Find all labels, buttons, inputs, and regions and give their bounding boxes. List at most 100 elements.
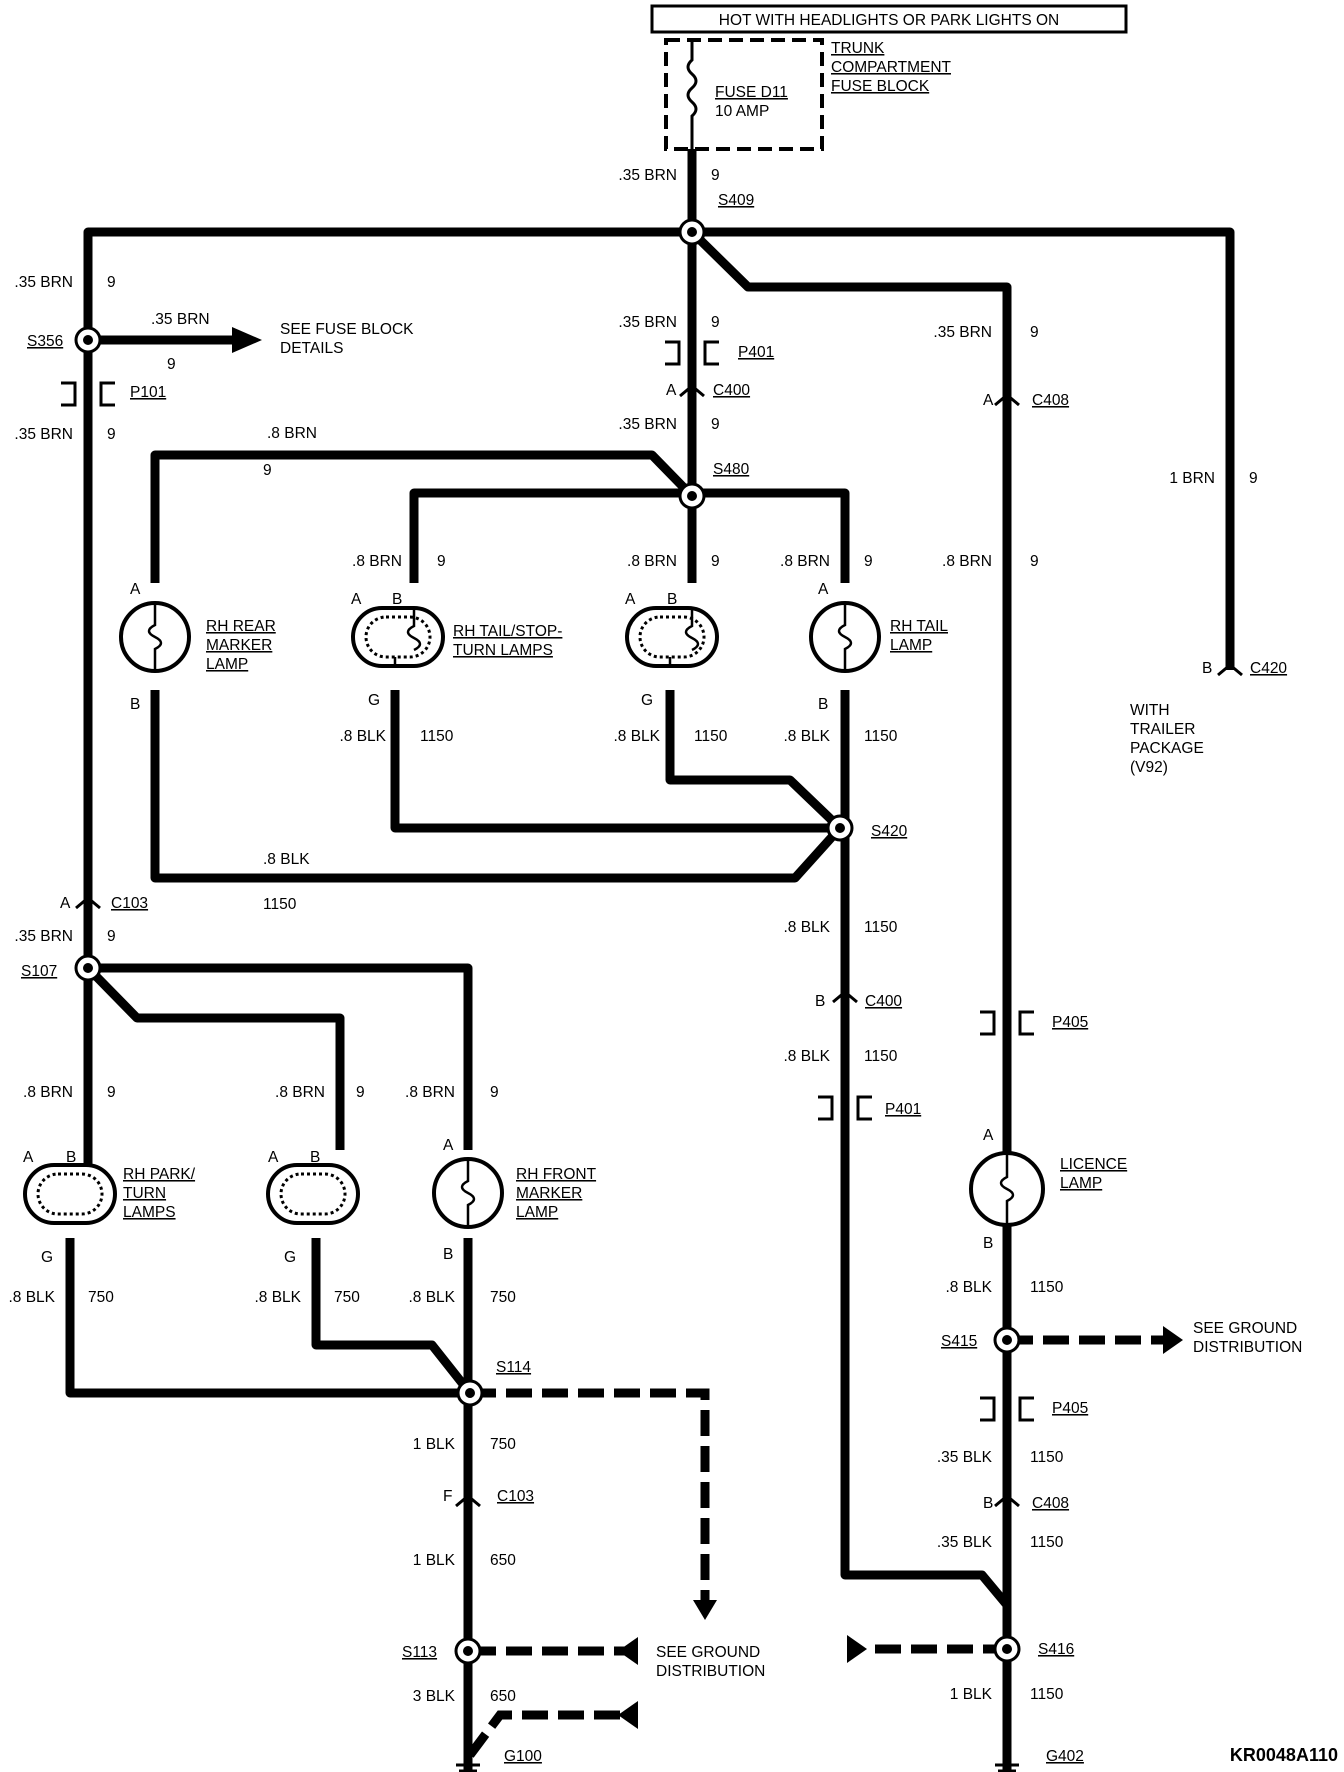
wire-gauge: .8 BLK [339,728,386,745]
wire-circuit: 9 [437,553,446,570]
ref-ground-2-2: DISTRIBUTION [1193,1339,1302,1356]
arrow-ground-right [1163,1326,1183,1354]
wire-circuit: 9 [356,1084,365,1101]
tail-stop-lamp-2 [625,606,719,668]
pin-tailstop2-a: A [625,591,636,608]
label-c103-top: C103 [111,895,148,912]
lamp-front-marker-2: MARKER [516,1185,582,1202]
wire-labels: .35 BRN 9 .35 BRN 9 .35 BRN 9 .35 BRN 9 … [8,167,1257,1705]
lamp-licence-1: LICENCE [1060,1156,1127,1173]
pin-c400-a: A [666,382,677,399]
lamp-tail-stop-1: RH TAIL/STOP- [453,623,562,640]
pin-park2-b: B [310,1149,320,1166]
wire-circuit: 1150 [864,728,898,745]
label-s114: S114 [496,1359,531,1376]
label-c408-top: C408 [1032,392,1069,409]
wire-gauge: .35 BRN [618,416,677,433]
fuse-block-name-3: FUSE BLOCK [831,78,930,95]
lamp-tail-2: LAMP [890,637,932,654]
header-box [650,4,1128,34]
wire-circuit: 1150 [694,728,728,745]
lamp-tail-1: RH TAIL [890,618,948,635]
wire-circuit: 9 [1030,553,1039,570]
label-s113: S113 [402,1644,437,1661]
pin-tail-b: B [818,696,828,713]
wire-circuit: 750 [490,1436,516,1453]
park-turn-lamp-1 [23,1163,117,1225]
pin-licence-b: B [983,1235,993,1252]
wire-circuit: 1150 [864,1048,898,1065]
fuse-block-name-1: TRUNK [831,40,885,57]
wire-circuit: 1150 [1030,1686,1064,1703]
lamp-tail-stop-2: TURN LAMPS [453,642,553,659]
wire-circuit: 9 [263,462,272,479]
fuse-label: FUSE D11 [715,84,788,101]
wire-g100-ground-ref [466,1710,626,1758]
pin-park1-a: A [23,1149,34,1166]
wire-gauge: .35 BLK [937,1534,993,1551]
wire-front-marker-feed [88,963,473,1150]
label-s409: S409 [718,192,754,209]
pin-tailstop1-a: A [351,591,362,608]
pin-c408-a: A [983,392,994,409]
wire-park2-ground [311,1238,474,1396]
wire-gauge: .8 BLK [254,1289,301,1306]
label-c420: C420 [1250,660,1287,677]
tail-lamp [809,601,881,673]
ref-ground-2-1: SEE GROUND [1193,1320,1297,1337]
label-s356: S356 [27,333,63,350]
lamp-rear-marker-2: MARKER [206,637,272,654]
arrow-ground-left-3 [847,1635,867,1663]
wire-rear-marker-feed [150,450,696,583]
wire-gauge: .35 BRN [14,426,73,443]
fuse-rating: 10 AMP [715,103,769,120]
wire-gauge: .35 BRN [933,324,992,341]
pin-c420-b: B [1202,660,1212,677]
wire-gauge: .8 BRN [23,1084,73,1101]
licence-lamp [969,1151,1045,1227]
wire-tailstop2-ground [665,690,844,832]
wire-circuit: 9 [711,553,720,570]
wire-gauge: .8 BLK [945,1279,992,1296]
label-p405-b: P405 [1052,1400,1088,1417]
ref-trailer-1: WITH [1130,702,1170,719]
wire-circuit: 1150 [263,896,297,913]
pin-front-marker-b: B [443,1246,453,1263]
ref-ground-1-1: SEE GROUND [656,1644,760,1661]
pin-rear-marker-b: B [130,696,140,713]
lamp-rear-marker-1: RH REAR [206,618,276,635]
wire-gauge: 3 BLK [413,1688,456,1705]
wire-circuit: 9 [1030,324,1039,341]
fuse-d11-symbol [686,40,698,149]
wire-gauge: .8 BRN [267,425,317,442]
wire-circuit: 750 [490,1289,516,1306]
lamp-park-3: LAMPS [123,1204,176,1221]
wire-circuit: 9 [107,274,116,291]
wire-gauge: .35 BRN [618,167,677,184]
wire-circuit: 9 [490,1084,499,1101]
wire-gauge: .8 BLK [783,1048,830,1065]
label-c103-f: C103 [497,1488,534,1505]
fuse-block-outline [664,38,824,151]
pin-c408-b: B [983,1495,993,1512]
wire-gauge: .35 BRN [14,928,73,945]
ref-fuse-details-1: SEE FUSE BLOCK [280,321,414,338]
front-marker-lamp [432,1157,504,1229]
wire-gauge: .35 BRN [618,314,677,331]
wire-s480-bus [409,488,850,583]
pin-c400-b: B [815,993,825,1010]
pin-c103-f: F [443,1488,452,1505]
ref-ground-1-2: DISTRIBUTION [656,1663,765,1680]
pin-rear-marker-a: A [130,581,141,598]
wire-circuit: 9 [1249,470,1258,487]
wire-gauge: .35 BLK [937,1449,993,1466]
wire-circuit: 650 [490,1688,516,1705]
lamp-licence-2: LAMP [1060,1175,1102,1192]
pin-park1-g: G [41,1249,53,1266]
pin-tailstop1-g: G [368,692,380,709]
arrow-ground-down [693,1600,717,1620]
wire-gauge: .8 BLK [408,1289,455,1306]
lamp-park-2: TURN [123,1185,166,1202]
wire-s114-ground-ref [470,1388,710,1600]
